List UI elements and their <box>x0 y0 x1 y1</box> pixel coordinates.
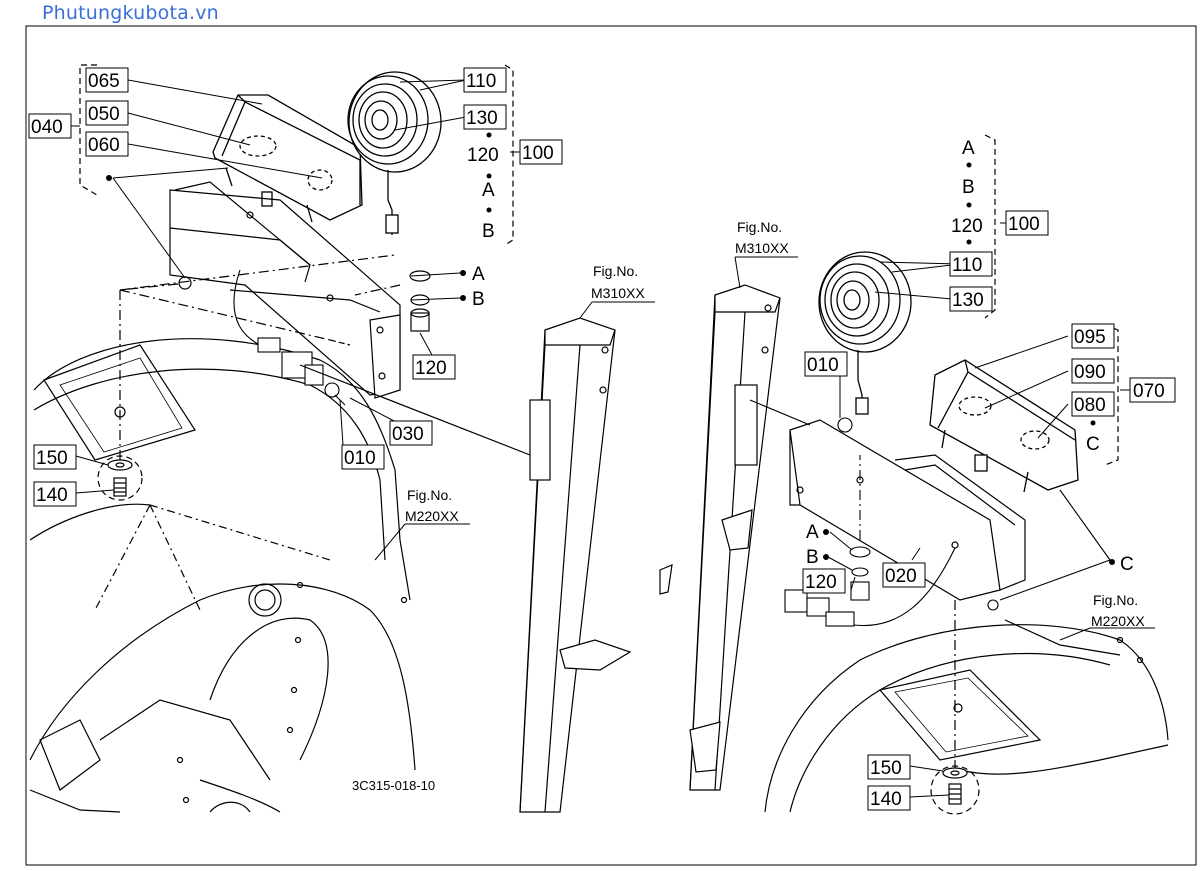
callout-box <box>867 785 911 811</box>
bullet-dots <box>106 132 1115 565</box>
watermark: Phutungkubota.vn <box>42 2 219 24</box>
callout-box <box>85 67 129 93</box>
left-nut-washers <box>119 254 531 456</box>
label-hw-a: A <box>806 522 819 543</box>
callout-box <box>882 562 926 588</box>
label-hw-b: B <box>806 547 819 568</box>
callout-130: 130 <box>952 290 984 311</box>
right-callouts: A B 120 100 110 130 010 095 090 080 C 07… <box>802 138 1176 811</box>
callout-100: 100 <box>522 143 554 164</box>
fig-ref-label: Fig.No. <box>737 219 782 235</box>
left-callouts: 040 065 050 060 110 130 120 A B 100 A B … <box>28 67 563 507</box>
callout-080: 080 <box>1074 395 1106 416</box>
callout-140: 140 <box>870 789 902 810</box>
callout-box <box>1071 323 1115 349</box>
left-group-bracket <box>79 64 514 246</box>
fig-ref-label: Fig.No. <box>593 263 638 279</box>
callout-box <box>1005 210 1049 236</box>
callout-120: 120 <box>415 358 447 379</box>
label-a: A <box>962 138 975 159</box>
callout-140: 140 <box>36 485 68 506</box>
fig-ref-code: M220XX <box>1091 613 1145 629</box>
callout-box <box>1071 358 1115 384</box>
left-wiring <box>233 269 346 406</box>
fig-ref-label: Fig.No. <box>1093 592 1138 608</box>
diagram-code: 3C315-018-10 <box>352 778 435 793</box>
label-b: B <box>962 177 975 198</box>
callout-110: 110 <box>466 71 496 92</box>
fig-ref-code: M310XX <box>735 240 789 256</box>
label-120: 120 <box>951 216 983 237</box>
label-c-marker: C <box>1120 554 1134 575</box>
callout-120: 120 <box>805 572 837 593</box>
callout-100: 100 <box>1008 214 1040 235</box>
left-mount-hardware <box>97 290 143 501</box>
callout-box <box>341 444 385 470</box>
figure-references: Fig.No. M310XX Fig.No. M310XX Fig.No. M2… <box>405 219 1145 629</box>
callout-070: 070 <box>1133 381 1165 402</box>
callout-box <box>412 354 456 380</box>
right-fender <box>764 619 1169 813</box>
label-120: 120 <box>467 145 499 166</box>
callout-110: 110 <box>952 255 982 276</box>
label-b: B <box>482 221 495 242</box>
fig-ref-label: Fig.No. <box>407 487 452 503</box>
callout-box <box>802 568 846 594</box>
callout-020: 020 <box>885 566 917 587</box>
callout-065: 065 <box>88 71 120 92</box>
callout-box <box>949 286 993 312</box>
callout-box <box>519 139 563 165</box>
fig-ref-code: M310XX <box>591 285 645 301</box>
callout-095: 095 <box>1074 327 1106 348</box>
callout-box <box>1071 391 1115 417</box>
callout-150: 150 <box>36 448 68 469</box>
label-a: A <box>482 180 495 201</box>
left-bracket <box>169 181 401 399</box>
callout-030: 030 <box>392 424 424 445</box>
callout-box <box>949 251 993 277</box>
callout-box <box>85 131 129 157</box>
callout-box <box>389 420 433 446</box>
right-wiring <box>749 399 1111 627</box>
callout-box <box>28 113 72 139</box>
callout-010: 010 <box>807 355 839 376</box>
label-c: C <box>1086 434 1100 455</box>
label-hw-a: A <box>472 264 485 285</box>
callout-box <box>463 67 507 93</box>
callout-box <box>33 481 77 507</box>
left-fender <box>29 338 416 813</box>
right-tail-lamp <box>929 359 1079 493</box>
callout-box <box>1129 377 1176 403</box>
callout-130: 130 <box>466 108 498 129</box>
left-frame-post <box>519 317 632 813</box>
left-round-lamp <box>347 71 442 235</box>
right-round-lamp <box>818 251 912 415</box>
right-frame-post <box>659 284 781 791</box>
callout-040: 040 <box>31 117 63 138</box>
fig-ref-code: M220XX <box>405 508 459 524</box>
diagram-border <box>25 25 1197 866</box>
callout-box <box>33 444 77 470</box>
callout-090: 090 <box>1074 362 1106 383</box>
callout-150: 150 <box>870 758 902 779</box>
callout-050: 050 <box>88 104 120 125</box>
left-tail-lamp <box>212 94 363 223</box>
leader-lines <box>75 79 1155 798</box>
callout-box <box>85 100 129 126</box>
right-group-brackets <box>984 134 1119 466</box>
callout-box <box>867 754 911 780</box>
callout-box <box>463 104 507 130</box>
callout-010: 010 <box>344 448 376 469</box>
callout-060: 060 <box>88 135 120 156</box>
callout-box <box>804 351 848 377</box>
right-mount-hardware <box>930 560 980 815</box>
label-hw-b: B <box>472 289 485 310</box>
